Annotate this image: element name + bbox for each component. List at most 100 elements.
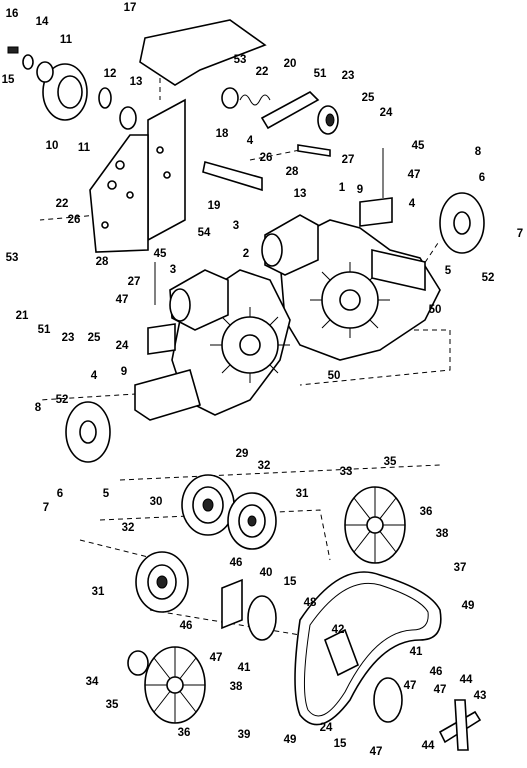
- callout: 24: [320, 722, 333, 734]
- callout: 28: [96, 256, 109, 268]
- callout: 38: [436, 528, 449, 540]
- callout: 50: [429, 304, 442, 316]
- bolt-16: [7, 46, 19, 54]
- callout: 35: [384, 456, 397, 468]
- callout: 51: [38, 324, 51, 336]
- washer-14: [22, 54, 34, 70]
- hub-5-left-center: [79, 420, 97, 444]
- callout: 16: [6, 8, 19, 20]
- callout: 43: [474, 690, 487, 702]
- callout: 23: [342, 70, 355, 82]
- callout: 8: [35, 402, 42, 414]
- spacer-12: [98, 87, 112, 109]
- callout: 15: [284, 576, 297, 588]
- callout: 25: [362, 92, 375, 104]
- callout: 42: [332, 624, 345, 636]
- callout: 31: [296, 488, 309, 500]
- hub-5-right-center: [453, 211, 471, 235]
- callout: 37: [454, 562, 467, 574]
- fan-35-right: [344, 486, 406, 564]
- callout: 46: [230, 557, 243, 569]
- callout: 13: [130, 76, 143, 88]
- callout: 9: [357, 184, 363, 196]
- callout: 51: [314, 68, 327, 80]
- callout: 46: [430, 666, 443, 678]
- mounting-bracket-back: [147, 98, 186, 242]
- callout: 27: [342, 154, 355, 166]
- callout: 18: [216, 128, 229, 140]
- callout: 25: [88, 332, 101, 344]
- callout: 44: [460, 674, 473, 686]
- callout: 24: [380, 107, 393, 119]
- bearing-13: [119, 106, 137, 130]
- callout: 31: [92, 586, 105, 598]
- callout: 10: [46, 140, 59, 152]
- block-9-upper: [359, 197, 393, 227]
- cross-brace-43-vert: [454, 699, 469, 751]
- callout: 47: [116, 294, 129, 306]
- callout: 47: [434, 684, 447, 696]
- fan-35-left: [144, 646, 206, 724]
- belt-49: [294, 571, 442, 726]
- idler-53: [221, 87, 239, 109]
- callout: 6: [479, 172, 485, 184]
- callout: 52: [482, 272, 495, 284]
- pulley-31-left: [135, 551, 189, 613]
- callout: 21: [16, 310, 29, 322]
- callout: 44: [422, 740, 435, 752]
- plate-41-upper: [247, 595, 277, 641]
- callout: 29: [236, 448, 249, 460]
- callout: 49: [462, 600, 475, 612]
- callout: 38: [230, 681, 243, 693]
- callout: 12: [104, 68, 117, 80]
- pulley-31-right: [227, 492, 277, 550]
- callout: 1: [339, 182, 346, 194]
- callout: 32: [258, 460, 271, 472]
- motor-3-left-end: [169, 288, 191, 322]
- callout: 20: [284, 58, 297, 70]
- cover-plate: [139, 19, 267, 86]
- callout: 5: [103, 488, 110, 500]
- spring-22: [239, 94, 271, 106]
- bearing-11: [36, 61, 54, 83]
- callout: 13: [294, 188, 307, 200]
- callout: 54: [198, 227, 211, 239]
- callout: 22: [256, 66, 269, 78]
- callout: 53: [6, 252, 19, 264]
- callout: 26: [260, 152, 273, 164]
- bracket-holes: [101, 146, 171, 229]
- callout: 35: [106, 699, 119, 711]
- callout: 50: [328, 370, 341, 382]
- block-9-lower: [147, 323, 176, 355]
- tensioner-42: [324, 628, 359, 677]
- callout: 52: [56, 394, 69, 406]
- callout: 46: [180, 620, 193, 632]
- lever-arm-20: [260, 91, 320, 130]
- callout: 28: [286, 166, 299, 178]
- callout: 45: [412, 140, 425, 152]
- callout: 22: [56, 198, 69, 210]
- plate-41-lower: [373, 677, 403, 723]
- callout: 7: [517, 228, 523, 240]
- callout: 4: [409, 198, 416, 210]
- callout: 48: [304, 597, 317, 609]
- belt-49-inner: [303, 582, 429, 717]
- callout: 41: [410, 646, 423, 658]
- callout: 4: [247, 135, 254, 147]
- callout: 23: [62, 332, 75, 344]
- callout: 19: [208, 200, 221, 212]
- callout: 47: [210, 652, 223, 664]
- mounting-bracket-front: [89, 134, 149, 253]
- callout: 15: [334, 738, 347, 750]
- callout: 47: [404, 680, 417, 692]
- bushing-34: [127, 650, 149, 676]
- pulley-23-hub: [325, 113, 335, 127]
- callout: 39: [238, 729, 251, 741]
- callout: 49: [284, 734, 297, 746]
- callout: 7: [43, 502, 49, 514]
- callout: 15: [2, 74, 15, 86]
- bracket-40: [221, 578, 243, 630]
- callout: 3: [233, 220, 239, 232]
- callout: 6: [57, 488, 63, 500]
